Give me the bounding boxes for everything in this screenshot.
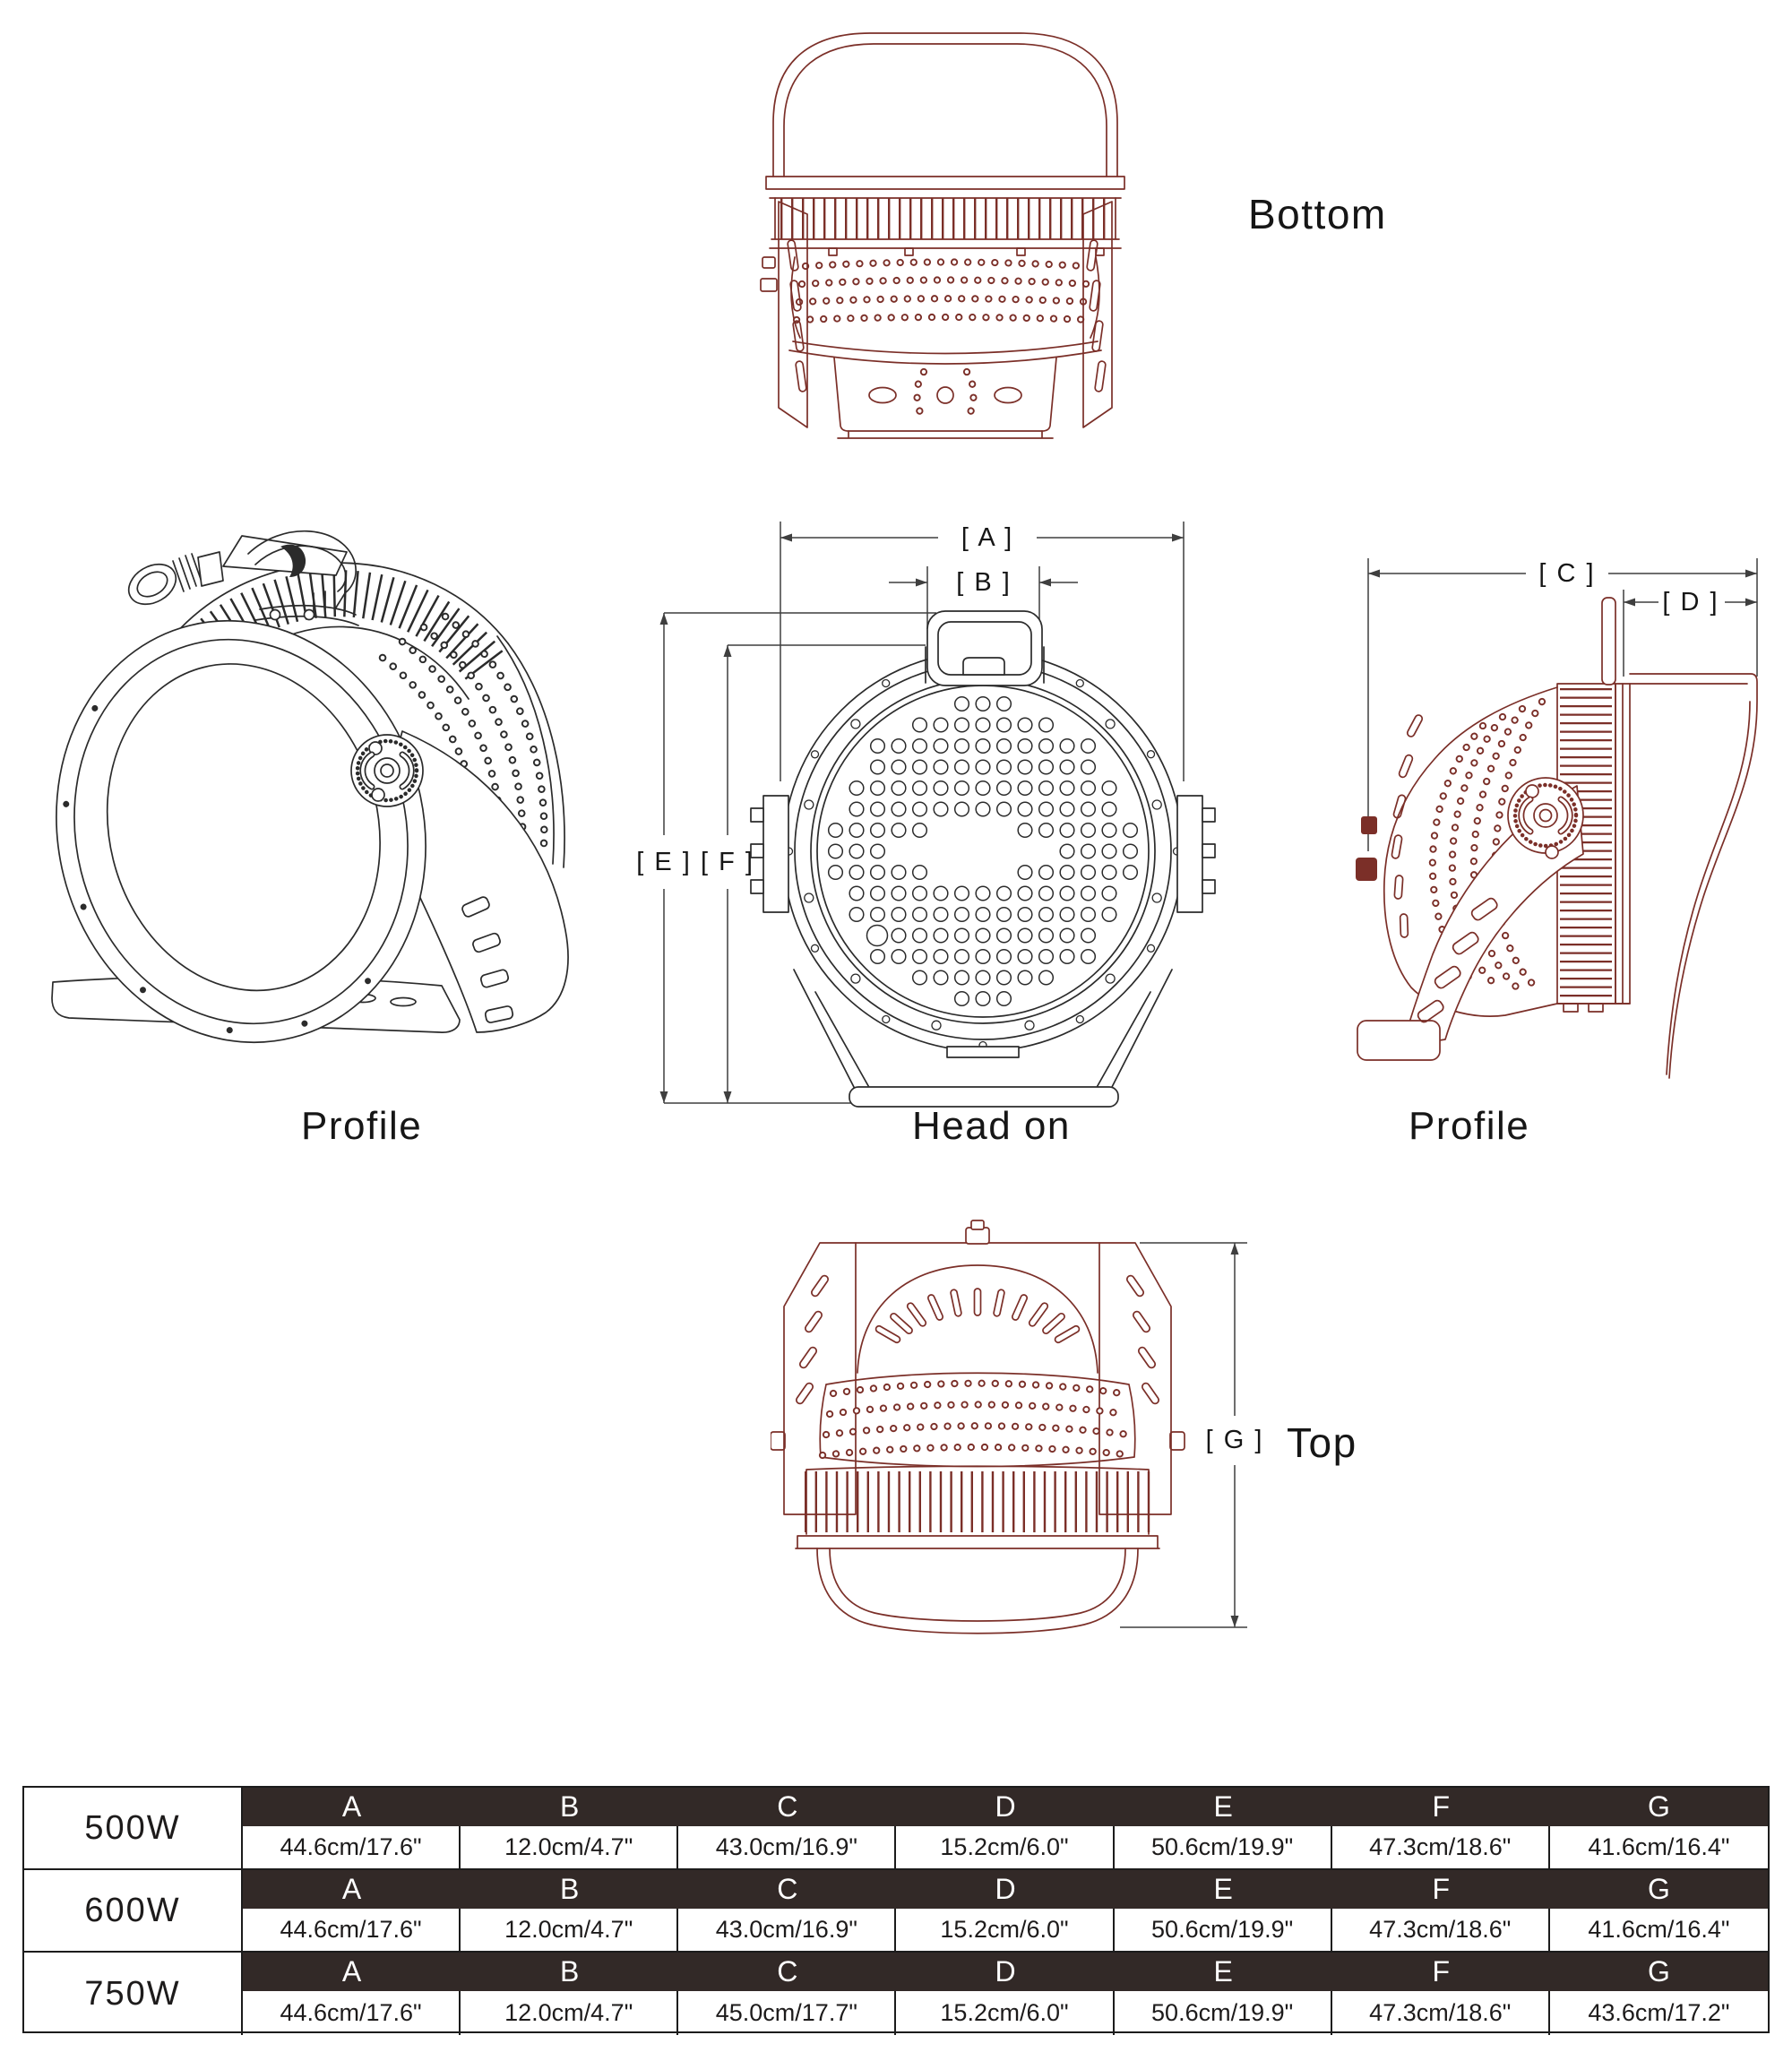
dim-label-E: [ E ] bbox=[636, 848, 692, 876]
value-cell: 12.0cm/4.7" bbox=[461, 1909, 679, 1953]
profile-right-label: Profile bbox=[1409, 1104, 1530, 1148]
top-view-label: Top bbox=[1287, 1419, 1357, 1466]
col-header: A bbox=[243, 1788, 461, 1826]
dim-label-G: [ G ] bbox=[1206, 1426, 1264, 1454]
value-cell: 15.2cm/6.0" bbox=[896, 1991, 1115, 2035]
col-header: A bbox=[243, 1870, 461, 1909]
profile-right-drawing: [ C ] [ D ] bbox=[1356, 558, 1758, 1079]
value-cell: 44.6cm/17.6" bbox=[243, 1909, 461, 1953]
top-view-drawing: [ G ] bbox=[771, 1220, 1264, 1634]
col-header: E bbox=[1114, 1788, 1332, 1826]
dim-label-F: [ F ] bbox=[701, 848, 754, 876]
col-header: C bbox=[678, 1788, 897, 1826]
head-on-bottom-tab bbox=[946, 1046, 1020, 1058]
dim-G: [ G ] bbox=[1120, 1242, 1264, 1628]
value-cell: 44.6cm/17.6" bbox=[243, 1826, 461, 1870]
dim-D: [ D ] bbox=[1623, 588, 1757, 677]
bottom-view-label: Bottom bbox=[1248, 191, 1387, 237]
dim-E: [ E ] bbox=[636, 612, 936, 1104]
value-cell: 47.3cm/18.6" bbox=[1331, 1909, 1550, 1953]
value-cell: 15.2cm/6.0" bbox=[896, 1909, 1115, 1953]
value-cell: 43.0cm/16.9" bbox=[678, 1909, 897, 1953]
value-cell: 41.6cm/16.4" bbox=[1549, 1909, 1768, 1953]
col-header: E bbox=[1114, 1953, 1332, 1991]
value-cell: 15.2cm/6.0" bbox=[896, 1826, 1115, 1870]
bottom-view-perforated-band bbox=[788, 256, 1102, 365]
col-header: F bbox=[1331, 1953, 1550, 1991]
top-view-perforated-band bbox=[818, 1372, 1137, 1468]
profile-left-clamp-assembly bbox=[127, 530, 359, 626]
head-on-drawing: [ A ] [ B ] [ E ] [ F ] bbox=[636, 522, 1216, 1108]
col-header: B bbox=[461, 1870, 679, 1909]
col-header: F bbox=[1331, 1870, 1550, 1909]
col-header: G bbox=[1549, 1788, 1768, 1826]
top-view-heatsink-fins bbox=[795, 1465, 1160, 1549]
head-on-side-brackets bbox=[750, 795, 1216, 913]
dim-label-D: [ D ] bbox=[1662, 588, 1719, 617]
dim-label-B: [ B ] bbox=[956, 568, 1012, 597]
col-header: D bbox=[896, 1788, 1115, 1826]
profile-left-label: Profile bbox=[301, 1104, 423, 1148]
bottom-view-dome bbox=[765, 32, 1125, 199]
value-cell: 41.6cm/16.4" bbox=[1549, 1826, 1768, 1870]
top-view-dome-vents bbox=[857, 1264, 1098, 1374]
value-cell: 12.0cm/4.7" bbox=[461, 1991, 679, 2035]
dim-F: [ F ] bbox=[701, 644, 926, 1103]
dim-C: [ C ] bbox=[1367, 558, 1758, 851]
col-header: A bbox=[243, 1953, 461, 1991]
col-header: D bbox=[896, 1870, 1115, 1909]
bottom-view-side-brackets bbox=[760, 201, 1113, 428]
value-cell: 43.0cm/16.9" bbox=[678, 1826, 897, 1870]
profile-left-tilt-disc bbox=[350, 734, 424, 807]
head-on-label: Head on bbox=[912, 1104, 1071, 1148]
dim-label-C: [ C ] bbox=[1538, 559, 1595, 588]
bottom-view-heatsink-fins bbox=[769, 197, 1122, 256]
wattage-cell: 600W bbox=[24, 1870, 243, 1953]
value-cell: 12.0cm/4.7" bbox=[461, 1826, 679, 1870]
profile-right-heatsink bbox=[1556, 683, 1631, 1013]
bottom-view-base-plate bbox=[833, 357, 1057, 439]
profile-right-handle-edge bbox=[1601, 597, 1616, 686]
col-header: D bbox=[896, 1953, 1115, 1991]
head-on-foot-bar bbox=[849, 1086, 1119, 1108]
head-on-stand-legs bbox=[793, 969, 1173, 1108]
wattage-cell: 750W bbox=[24, 1953, 243, 2035]
profile-right-visor bbox=[1629, 673, 1758, 1079]
bottom-view-drawing bbox=[760, 32, 1125, 439]
head-on-handle bbox=[925, 610, 1045, 686]
top-view-side-brackets bbox=[771, 1220, 1185, 1515]
dim-B: [ B ] bbox=[889, 566, 1078, 629]
col-header: C bbox=[678, 1870, 897, 1909]
col-header: B bbox=[461, 1788, 679, 1826]
led-hole-grid bbox=[827, 695, 1139, 1007]
col-header: G bbox=[1549, 1870, 1768, 1909]
profile-right-tilt-disc bbox=[1507, 777, 1584, 859]
value-cell: 50.6cm/19.9" bbox=[1115, 1991, 1332, 2035]
col-header: G bbox=[1549, 1953, 1768, 1991]
value-cell: 50.6cm/19.9" bbox=[1114, 1826, 1332, 1870]
value-cell: 45.0cm/17.7" bbox=[678, 1991, 897, 2035]
col-header: C bbox=[678, 1953, 897, 1991]
value-cell: 47.3cm/18.6" bbox=[1331, 1826, 1550, 1870]
value-cell: 43.6cm/17.2" bbox=[1588, 1999, 1730, 2026]
dim-A: [ A ] bbox=[780, 522, 1185, 781]
top-view-bowl bbox=[816, 1548, 1139, 1634]
col-header: B bbox=[461, 1953, 679, 1991]
value-cell: 44.6cm/17.6" bbox=[243, 1991, 461, 2035]
head-on-lens-face bbox=[782, 651, 1184, 1058]
col-header: E bbox=[1114, 1870, 1332, 1909]
profile-left-drawing bbox=[51, 530, 569, 1044]
value-cell: 47.3cm/18.6" bbox=[1332, 1991, 1550, 2035]
wattage-cell: 500W bbox=[24, 1788, 243, 1870]
col-header: F bbox=[1331, 1788, 1550, 1826]
value-cell: 50.6cm/19.9" bbox=[1114, 1909, 1332, 1953]
dimension-spec-table: 500W A B C D E F G 44.6cm/17.6" 12.0cm/4… bbox=[22, 1786, 1770, 2035]
dim-label-A: [ A ] bbox=[961, 523, 1013, 552]
